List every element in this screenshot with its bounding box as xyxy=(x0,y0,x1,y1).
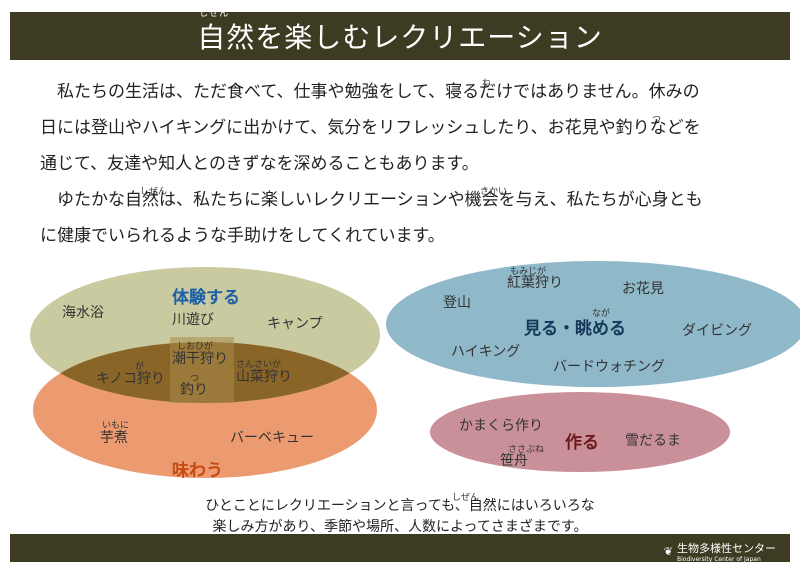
intro-line-3: 通じて、友達や知人とのきずなを深めることもあります。 xyxy=(40,154,479,174)
item-kaisuiyoku: 海水浴 xyxy=(62,305,104,321)
ruby-momijigari: もみじが xyxy=(510,267,547,277)
footer-logo: ❦ 生物多様性センター Biodiversity Center of Japan xyxy=(664,540,776,563)
caption: しぜん ひとことにレクリエーションと言っても、自然にはいろいろな 楽しみ方があり… xyxy=(150,493,650,538)
caption-line-1: ひとことにレクリエーションと言っても、自然にはいろいろな xyxy=(205,498,595,514)
item-camp: キャンプ xyxy=(267,316,323,332)
ruby-sansai: さんさいが xyxy=(236,360,282,370)
category-experience: 体験する xyxy=(172,288,240,308)
item-shiohigari: 潮干狩り xyxy=(172,351,228,367)
ruby-ne: ね xyxy=(482,79,492,89)
caption-line-2: 楽しみ方があり、季節や場所、人数によってさまざまです。 xyxy=(212,519,588,535)
category-taste: 味わう xyxy=(172,461,223,481)
ruby-imoni: いもに xyxy=(102,421,130,431)
item-bbq: バーベキュー xyxy=(230,430,314,446)
item-kamakura: かまくら作り xyxy=(459,418,543,434)
item-ohanami: お花見 xyxy=(622,281,664,297)
ruby-kikai: きかい xyxy=(480,187,508,197)
title-bar: しぜん 自然を楽しむレクリエーション xyxy=(10,9,790,60)
ruby-tsuri: つ xyxy=(190,374,200,384)
item-momijigari: 紅葉狩り xyxy=(507,275,563,291)
make-ellipse xyxy=(430,392,730,472)
page-title-text: 自然を楽しむレクリエーション xyxy=(197,21,603,54)
item-yukidaruma: 雪だるま xyxy=(625,433,681,449)
item-tozan: 登山 xyxy=(443,295,471,311)
see-ellipse xyxy=(386,261,800,387)
category-make: 作る xyxy=(565,433,599,453)
intro-line-1: 私たちの生活は、ただ食べて、仕事や勉強をして、寝るだけではありません。休みの xyxy=(40,82,700,102)
title-ruby: しぜん xyxy=(199,9,230,19)
category-see: 見る・眺める xyxy=(524,319,626,339)
intro-line-4: ゆたかな自然は、私たちに楽しいレクリエーションや機会を与え、私たちが心身とも xyxy=(40,190,703,210)
ruby-shizen: しぜん xyxy=(140,187,168,197)
item-diving: ダイビング xyxy=(682,323,752,339)
ruby-sasabune: ささぶね xyxy=(508,445,545,455)
caption-ruby: しぜん xyxy=(452,493,480,503)
item-hiking: ハイキング xyxy=(451,344,521,360)
item-kinoko: キノコ狩り xyxy=(96,371,166,387)
footer-logo-sub: Biodiversity Center of Japan xyxy=(677,556,761,563)
page-title: しぜん 自然を楽しむレクリエーション xyxy=(197,9,603,56)
ruby-tsu: つ xyxy=(652,115,662,125)
item-tsuri: 釣り xyxy=(180,382,208,398)
overlap-region xyxy=(33,342,377,403)
item-imoni: 芋煮 xyxy=(100,430,128,446)
intro-line-5: に健康でいられるような手助けをしてくれています。 xyxy=(40,226,445,246)
item-kawaasobi: 川遊び xyxy=(172,312,214,328)
ruby-shiohigari: しおひが xyxy=(177,342,214,352)
leaf-icon: ❦ xyxy=(663,545,673,558)
ruby-naga: なが xyxy=(592,309,611,319)
ruby-kinoko: が xyxy=(135,362,145,372)
item-sasabune: 笹舟 xyxy=(500,453,528,469)
intro-paragraph: ね つ しぜん きかい 私たちの生活は、ただ食べて、仕事や勉強をして、寝るだけで… xyxy=(40,74,760,254)
item-sansai: 山菜狩り xyxy=(236,369,292,385)
item-birdwatching: バードウォチング xyxy=(553,359,665,375)
overlap-center-block xyxy=(170,337,234,403)
footer-bar: ❦ 生物多様性センター Biodiversity Center of Japan xyxy=(10,534,790,563)
intro-line-2: 日には登山やハイキングに出かけて、気分をリフレッシュしたり、お花見や釣りなどを xyxy=(40,118,701,138)
footer-logo-text: 生物多様性センター xyxy=(677,542,776,555)
